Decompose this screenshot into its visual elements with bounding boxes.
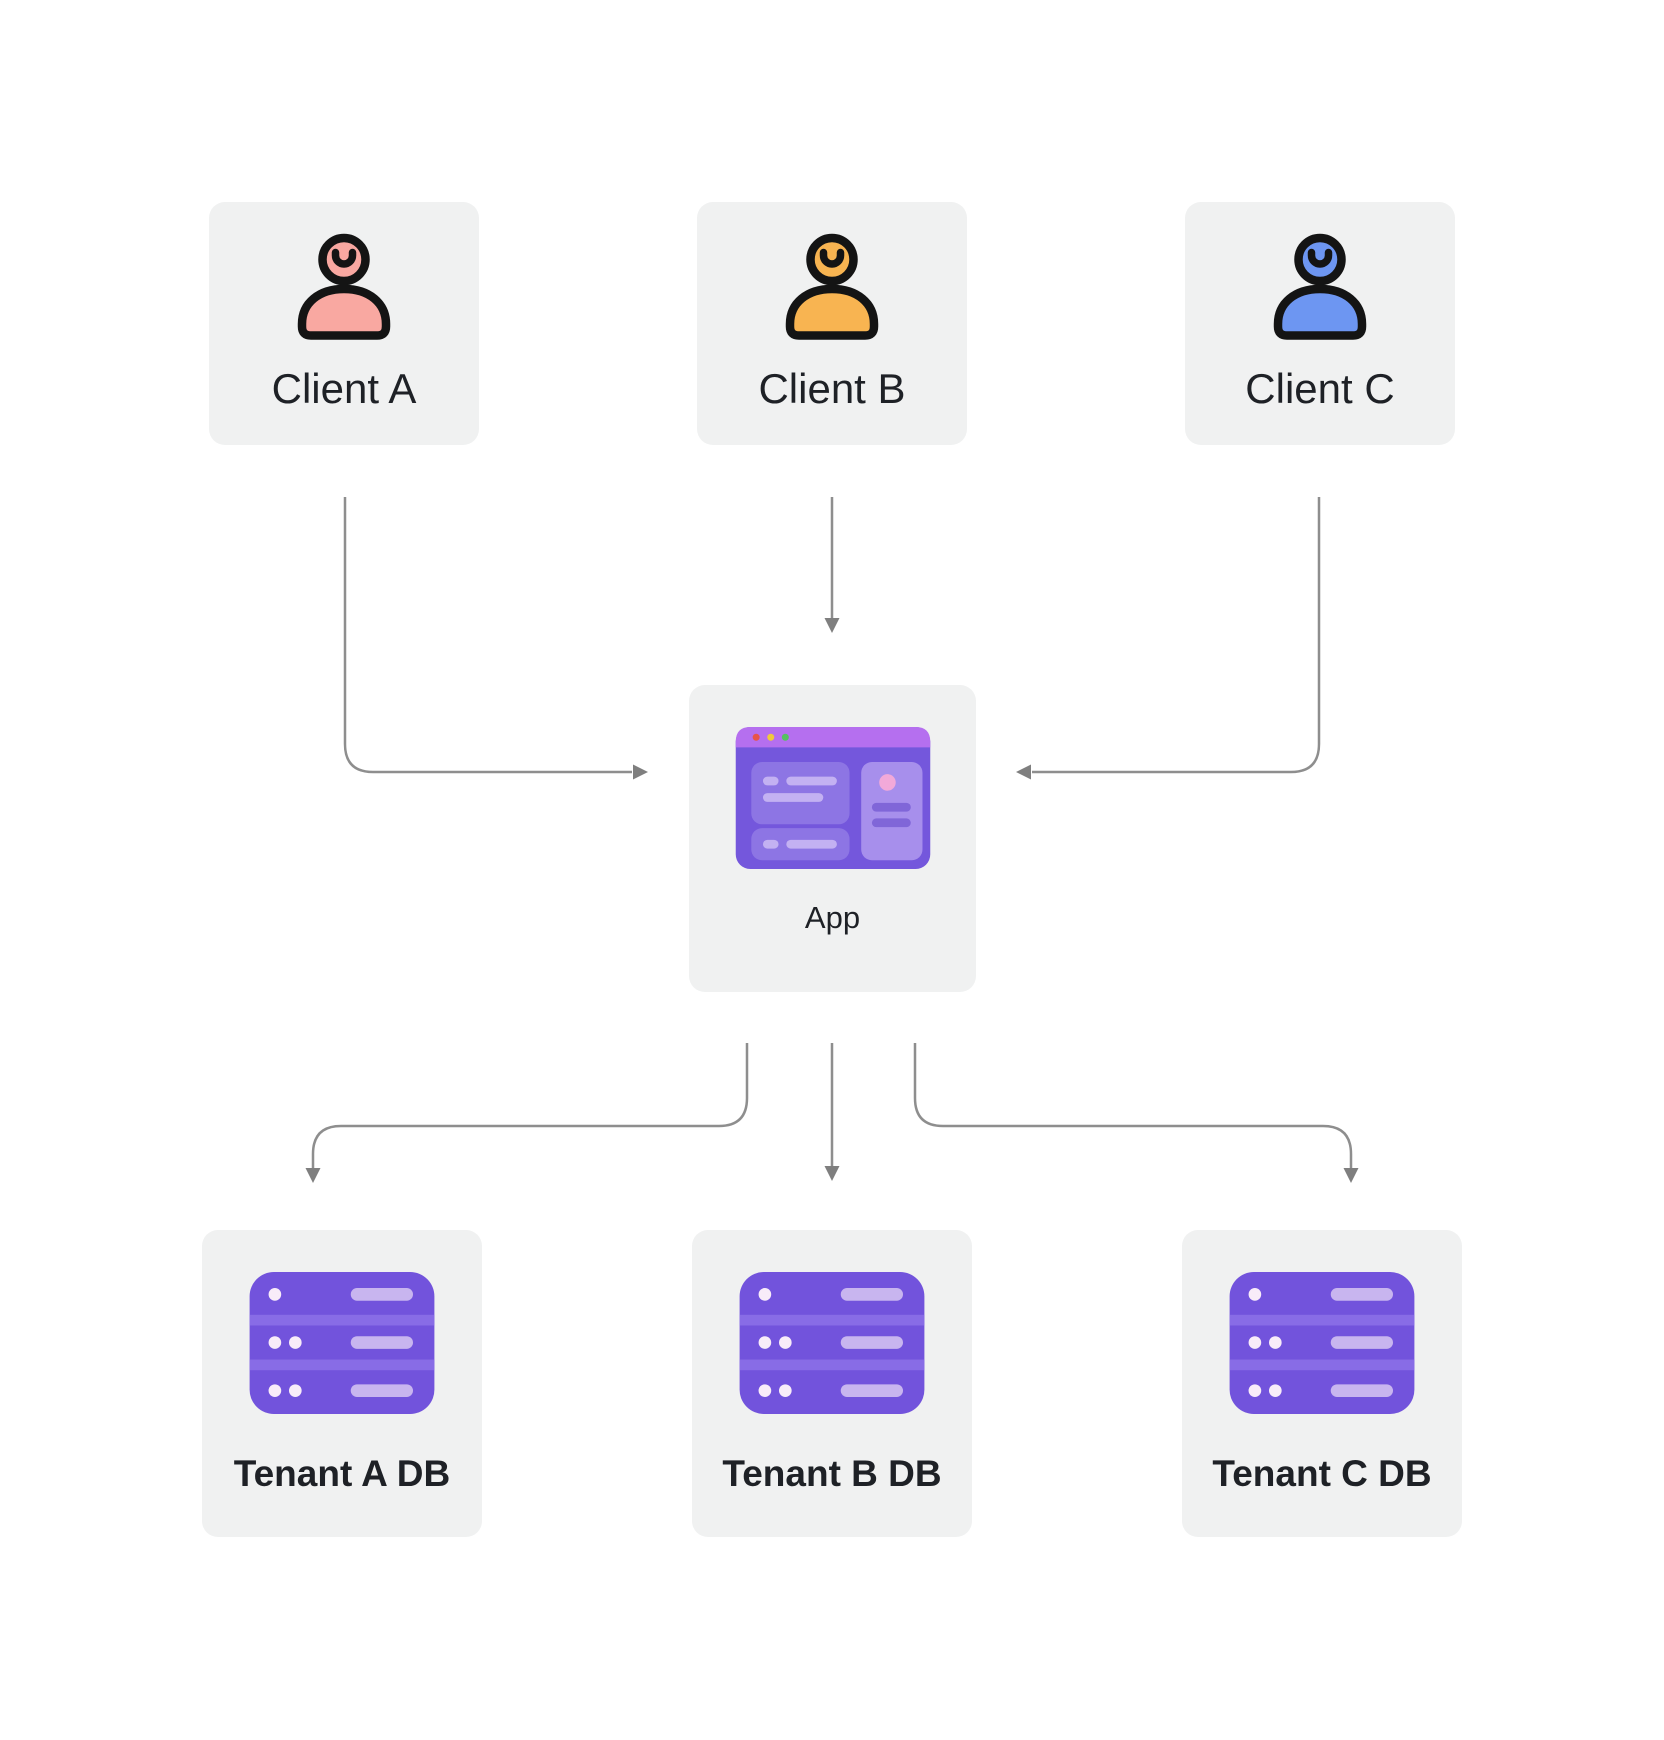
person-icon xyxy=(297,233,391,340)
traffic-light-red-dot xyxy=(752,733,760,741)
node-label-tenant-b-db: Tenant B DB xyxy=(722,1453,942,1494)
node-client-c: Client C xyxy=(1185,202,1455,445)
browser-window-icon xyxy=(735,727,930,869)
node-tenant-c-db: Tenant C DB xyxy=(1182,1230,1462,1537)
arrow-app-to-tenant-a xyxy=(305,1043,749,1183)
traffic-light-green-dot xyxy=(781,733,789,741)
node-tenant-b-db: Tenant B DB xyxy=(692,1230,972,1537)
node-label-tenant-a-db: Tenant A DB xyxy=(233,1453,451,1494)
database-server-icon xyxy=(249,1272,435,1414)
node-label-client-a: Client A xyxy=(271,365,417,412)
node-tenant-a-db: Tenant A DB xyxy=(202,1230,482,1537)
node-app: App xyxy=(689,685,976,992)
arrow-client-b-to-app xyxy=(824,497,840,633)
arrow-client-c-to-app xyxy=(1016,497,1321,780)
traffic-light-yellow-dot xyxy=(766,733,774,741)
database-server-icon xyxy=(739,1272,925,1414)
node-label-app: App xyxy=(804,900,861,935)
node-client-a: Client A xyxy=(209,202,479,445)
person-icon xyxy=(1273,233,1367,340)
node-label-client-b: Client B xyxy=(758,365,906,412)
arrow-app-to-tenant-b xyxy=(824,1043,840,1181)
arrow-client-a-to-app xyxy=(343,497,648,780)
person-icon xyxy=(785,233,879,340)
node-client-b: Client B xyxy=(697,202,967,445)
node-label-tenant-c-db: Tenant C DB xyxy=(1212,1453,1432,1494)
node-label-client-c: Client C xyxy=(1245,365,1395,412)
arrow-app-to-tenant-c xyxy=(913,1043,1359,1183)
database-server-icon xyxy=(1229,1272,1415,1414)
